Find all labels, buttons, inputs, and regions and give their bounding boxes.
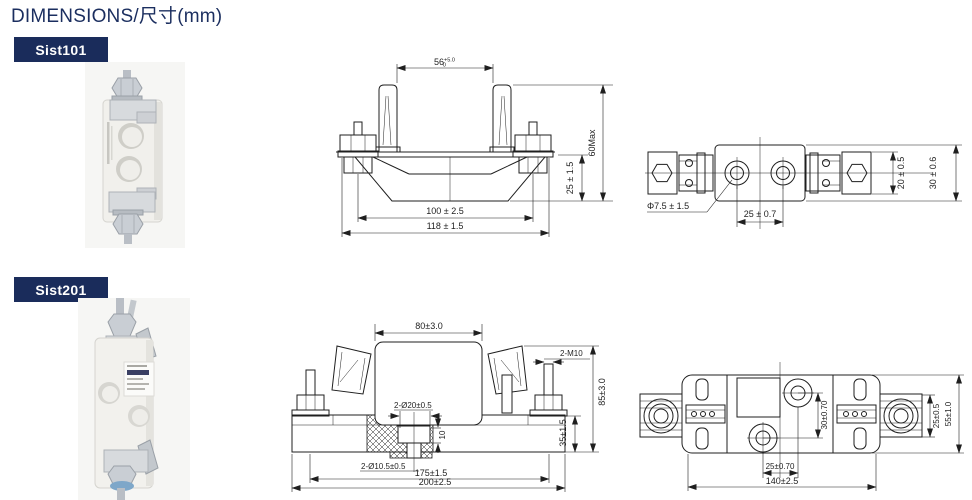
dim-label-slot: 2-Ø20±0.5 bbox=[394, 401, 432, 410]
fuse-body bbox=[374, 341, 483, 426]
fuse-hole-bottom bbox=[116, 156, 142, 182]
top-view-drawing-sist201: 30±0.70 25±0.70 140±2.5 25±0.5 55±1.0 bbox=[639, 362, 964, 491]
terminal-right bbox=[841, 151, 872, 195]
page-title: DIMENSIONS/尺寸(mm) bbox=[11, 6, 223, 27]
dim-label-30: 30 ± 0.6 bbox=[928, 157, 938, 189]
dimension-slot-20: 2-Ø20±0.5 bbox=[388, 401, 442, 428]
dimension-35: 35±1.5 bbox=[531, 415, 581, 453]
terminal-left bbox=[647, 151, 678, 195]
terminal-right bbox=[879, 393, 923, 438]
dimension-25: 25±0.5 bbox=[922, 394, 941, 438]
mount-bolt-left bbox=[291, 369, 330, 417]
clip-right-plan bbox=[836, 378, 877, 450]
product-photo-sist101 bbox=[85, 62, 185, 248]
mount-bolt-left bbox=[337, 121, 379, 174]
dimension-20: 20 ± 0.5 bbox=[872, 151, 906, 195]
dimension-200: 200±2.5 bbox=[291, 454, 566, 492]
top-terminal-bolt bbox=[109, 70, 157, 124]
mount-bolt-right bbox=[529, 363, 568, 417]
clip-right-plan bbox=[805, 152, 841, 194]
dim-label-140: 140±2.5 bbox=[766, 476, 798, 486]
clip-left-plan bbox=[685, 378, 726, 450]
model-badge-sist201: Sist201 bbox=[14, 277, 108, 302]
fuse-handle bbox=[501, 374, 513, 414]
fuse-hole-center bbox=[128, 405, 150, 427]
dim-label-2m10: 2-M10 bbox=[560, 349, 583, 358]
dim-label-10: 10 bbox=[438, 430, 447, 439]
bottom-terminal-bolt bbox=[103, 439, 159, 500]
fuse-hole-left bbox=[98, 382, 120, 404]
product-photo-sist201 bbox=[78, 298, 190, 500]
base-plan bbox=[714, 144, 806, 202]
dim-label-25-span: 25±0.70 bbox=[766, 462, 795, 471]
dimension-85: 85±3.0 bbox=[524, 345, 607, 453]
dimension-175: 175±1.5 bbox=[309, 454, 550, 483]
dim-label-25-span: 25 ± 0.7 bbox=[744, 209, 776, 219]
base-plan bbox=[681, 374, 881, 454]
dimension-2m10: 2-M10 bbox=[533, 349, 590, 365]
front-view-drawing-sist201: 80±3.0 2-M10 85±3.0 35±1.5 2-Ø20±0.5 bbox=[291, 321, 607, 492]
dim-label-175: 175±1.5 bbox=[415, 468, 447, 478]
fuse-base-outline bbox=[336, 151, 555, 202]
dim-label-118: 118 ± 1.5 bbox=[427, 221, 464, 231]
dim-label-60max: 60Max bbox=[587, 129, 597, 157]
dim-label-200: 200±2.5 bbox=[419, 477, 451, 487]
fuse-hole-top bbox=[118, 123, 144, 149]
dim-label-20: 20 ± 0.5 bbox=[896, 157, 906, 189]
dimension-30: 30 ± 0.6 bbox=[806, 144, 962, 202]
rating-label bbox=[123, 361, 155, 397]
terminal-left bbox=[639, 393, 683, 438]
fuse-clip-right bbox=[489, 84, 515, 153]
fuse-clip-left bbox=[331, 345, 372, 395]
dimension-25-span: 25±0.70 bbox=[762, 407, 799, 478]
dim-label-100: 100 ± 2.5 bbox=[426, 206, 463, 216]
mount-bolt-right bbox=[512, 121, 554, 174]
dim-label-55: 55±1.0 bbox=[944, 401, 953, 426]
dimension-25: 25 ± 1.5 bbox=[558, 154, 588, 202]
dim-label-holes: 2-Ø10.5±0.5 bbox=[361, 462, 406, 471]
dimension-25-span: 25 ± 0.7 bbox=[736, 186, 784, 227]
model-badge-sist101: Sist101 bbox=[14, 37, 108, 62]
dimension-10: 10 bbox=[413, 412, 447, 472]
dimension-holes-105: 2-Ø10.5±0.5 bbox=[360, 462, 419, 472]
top-view-drawing-sist101: Φ7.5 ± 1.5 25 ± 0.7 20 ± 0.5 30 ± 0.6 bbox=[645, 137, 962, 229]
dim-label-25: 25 ± 1.5 bbox=[565, 162, 575, 194]
dim-label-35: 35±1.5 bbox=[558, 419, 568, 446]
dimension-80: 80±3.0 bbox=[374, 321, 483, 341]
side-print-marks bbox=[107, 122, 110, 164]
dimension-60max: 60Max bbox=[510, 84, 613, 202]
dimension-140: 140±2.5 bbox=[687, 454, 877, 491]
bottom-terminal-bolt bbox=[108, 187, 157, 244]
dim-label-80: 80±3.0 bbox=[415, 321, 442, 331]
dimension-55: 55±1.0 bbox=[872, 374, 964, 454]
dimension-100: 100 ± 2.5 bbox=[357, 174, 534, 222]
clip-left-plan bbox=[678, 152, 714, 194]
dim-label-25: 25±0.5 bbox=[932, 403, 941, 428]
dim-label-30: 30±0.70 bbox=[820, 400, 829, 429]
dim-label-85: 85±3.0 bbox=[597, 378, 607, 405]
dim-label-hole-dia: Φ7.5 ± 1.5 bbox=[647, 201, 689, 211]
dimension-30: 30±0.70 bbox=[763, 392, 829, 439]
fuse-clip-left bbox=[375, 84, 401, 153]
dimension-118: 118 ± 1.5 bbox=[341, 158, 550, 237]
dimension-hole-dia: Φ7.5 ± 1.5 bbox=[647, 179, 733, 213]
